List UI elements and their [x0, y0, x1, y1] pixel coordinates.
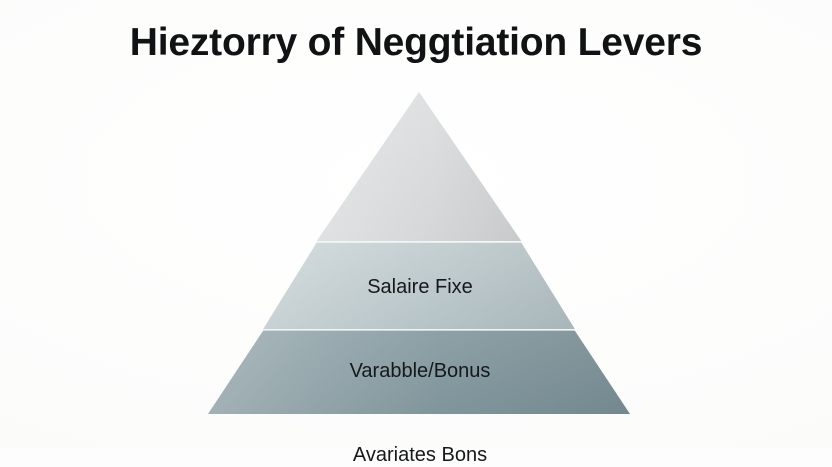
pyramid-svg: [208, 92, 630, 414]
pyramid-tier-label-top: Salaire Fixe: [367, 276, 473, 298]
pyramid-diagram: Salaire Fixe Varabble/Bonus Avariates Bo…: [200, 84, 640, 466]
pyramid-tier-top[interactable]: [316, 92, 522, 241]
pyramid-tier-label-middle: Varabble/Bonus: [349, 360, 491, 382]
pyramid-tier-label-bottom: Avariates Bons: [352, 444, 488, 466]
pyramid-tier-bottom[interactable]: [208, 330, 630, 414]
pyramid-tier-middle[interactable]: [263, 242, 575, 329]
page-title: Hieztorry of Neggtiation Levers: [129, 21, 703, 64]
